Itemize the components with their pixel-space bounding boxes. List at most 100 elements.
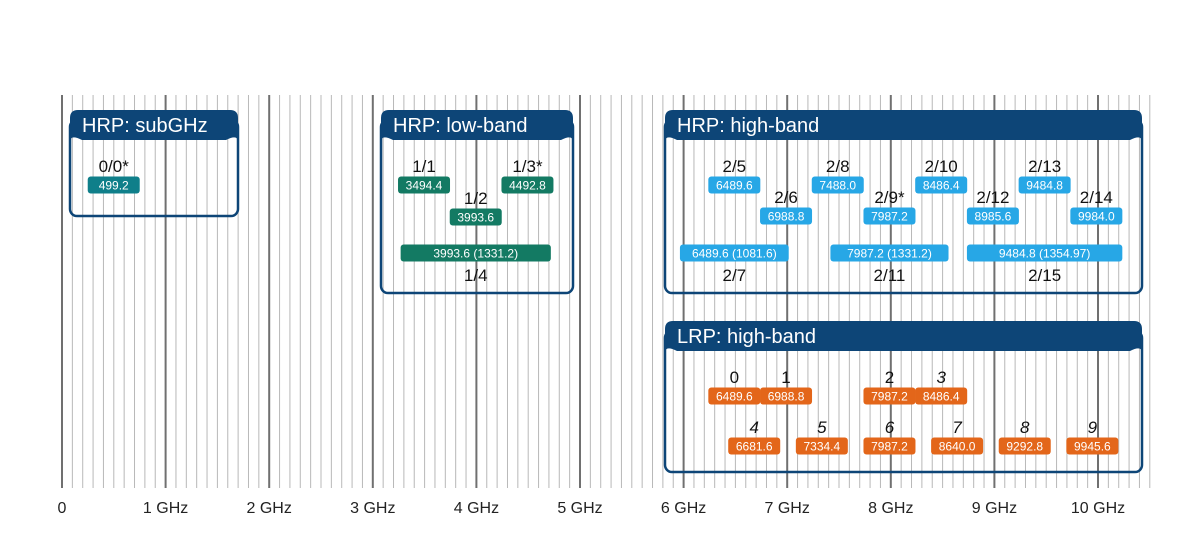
channel-pill: [931, 437, 984, 455]
axis-tick-label: 6 GHz: [661, 500, 706, 517]
channel: 3494.4 1/1: [398, 157, 451, 194]
axis-tick-label: 9 GHz: [972, 500, 1017, 517]
channel-center-frequency: 8486.4: [923, 390, 960, 404]
channel-number-label: 2: [885, 368, 894, 387]
channel-pill: [915, 387, 968, 405]
channel-center-frequency: 8486.4: [923, 179, 960, 193]
group-title: LRP: high-band: [677, 326, 816, 348]
channel: 6681.6 4: [728, 418, 781, 455]
channel-groups: HRP: subGHz 499.2 0/0* HRP: low-band 3494.4 1…: [68, 110, 1144, 474]
channel-center-frequency: 9984.0: [1078, 210, 1115, 224]
channel-pill: [1018, 176, 1071, 194]
channel-number-label: 2/5: [723, 157, 747, 176]
channel-number-label: 1/1: [412, 157, 436, 176]
channel: 8486.4 2/10: [915, 157, 968, 194]
channel-pill: [795, 437, 848, 455]
channel-pill: [728, 437, 781, 455]
channel: 7488.0 2/8: [811, 157, 864, 194]
channel-pill: [915, 176, 968, 194]
channel-pill: [760, 387, 813, 405]
channel-number-label: 5: [817, 418, 827, 437]
channel-pill: [863, 437, 916, 455]
axis-tick-label: 8 GHz: [868, 500, 913, 517]
axis-tick-label: 2 GHz: [247, 500, 292, 517]
channel-group: HRP: subGHz 499.2 0/0*: [68, 110, 240, 218]
group-title-bar: [665, 321, 1142, 353]
channel-pill: [966, 207, 1019, 225]
channel: 6988.81: [760, 368, 813, 405]
channel-pill: [1070, 207, 1123, 225]
channel-pill: [449, 208, 502, 226]
group-title-bar: [665, 110, 1142, 142]
axis-tick-label: 0: [58, 500, 67, 517]
group-title: HRP: low-band: [393, 115, 528, 137]
channel: 3993.6 (1331.2) 1/4: [400, 244, 551, 285]
channel-number-label: 2/8: [826, 157, 850, 176]
channel-center-frequency: 3993.6 (1331.2): [433, 247, 518, 261]
channel-center-frequency: 6489.6: [716, 390, 753, 404]
channel-number-label: 1/4: [464, 266, 488, 285]
channel-center-frequency: 4492.8: [509, 179, 546, 193]
channel-center-frequency: 6988.8: [768, 390, 805, 404]
channel-pill: [998, 437, 1051, 455]
channel: 9484.82/13: [1018, 157, 1071, 194]
channel-number-label: 2/14: [1080, 188, 1113, 207]
channel-pill: [760, 207, 813, 225]
channel-number-label: 6: [885, 418, 895, 437]
channel: 8985.62/12: [966, 188, 1019, 225]
group-title: HRP: subGHz: [82, 115, 208, 137]
channel-center-frequency: 7488.0: [819, 179, 856, 193]
channel: 6489.62/5: [708, 157, 761, 194]
channel-center-frequency: 7987.2: [871, 390, 908, 404]
channel-number-label: 2/12: [976, 188, 1009, 207]
channel-pill: [811, 176, 864, 194]
channel-number-label: 1/3*: [512, 157, 543, 176]
channel-center-frequency: 8640.0: [939, 440, 976, 454]
channel-center-frequency: 499.2: [99, 179, 129, 193]
axis-tick-label: 1 GHz: [143, 500, 188, 517]
channel-center-frequency: 6489.6 (1081.6): [692, 247, 777, 261]
channel-number-label: 2/10: [925, 157, 958, 176]
channel-pill: [708, 387, 761, 405]
channel: 7987.2 2/9*: [863, 188, 916, 225]
channel-number-label: 0/0*: [99, 157, 130, 176]
channel-number-label: 7: [952, 418, 962, 437]
channel-pill: [708, 176, 761, 194]
channel-center-frequency: 9484.8 (1354.97): [999, 247, 1090, 261]
channel-number-label: 1/2: [464, 189, 488, 208]
channel-center-frequency: 7334.4: [803, 440, 840, 454]
channel-pill: [1066, 437, 1119, 455]
channel-number-label: 2/7: [723, 266, 747, 285]
channel-center-frequency: 7987.2: [871, 210, 908, 224]
axis-tick-label: 4 GHz: [454, 500, 499, 517]
channel: 8640.0 7: [931, 418, 984, 455]
channel: 9484.8 (1354.97)2/15: [966, 244, 1123, 285]
channel-center-frequency: 9945.6: [1074, 440, 1111, 454]
channel-center-frequency: 3494.4: [406, 179, 443, 193]
frequency-gridlines: [61, 95, 1151, 488]
channel-pill: [679, 244, 789, 262]
axis-tick-label: 7 GHz: [765, 500, 810, 517]
channel: 6489.6 (1081.6) 2/7: [679, 244, 789, 285]
group-title-bar: [70, 110, 238, 142]
channel-center-frequency: 9484.8: [1026, 179, 1063, 193]
channel-center-frequency: 6988.8: [768, 210, 805, 224]
channel-pill: [966, 244, 1123, 262]
channel: 7987.2 (1331.2)2/11: [830, 244, 949, 285]
channel-number-label: 4: [749, 418, 758, 437]
channel-center-frequency: 9292.8: [1006, 440, 1043, 454]
channel-center-frequency: 7987.2: [871, 440, 908, 454]
channel-pill: [830, 244, 949, 262]
channel-center-frequency: 6681.6: [736, 440, 773, 454]
channel: 4492.8 1/3*: [501, 157, 554, 194]
channel: 9945.69: [1066, 418, 1119, 455]
channel: 6988.82/6: [760, 188, 813, 225]
channel-number-label: 2/9*: [874, 188, 905, 207]
channel: 6489.60: [708, 368, 761, 405]
channel: 8486.43: [915, 368, 968, 405]
group-title: HRP: high-band: [677, 115, 819, 137]
channel-center-frequency: 7987.2 (1331.2): [847, 247, 932, 261]
